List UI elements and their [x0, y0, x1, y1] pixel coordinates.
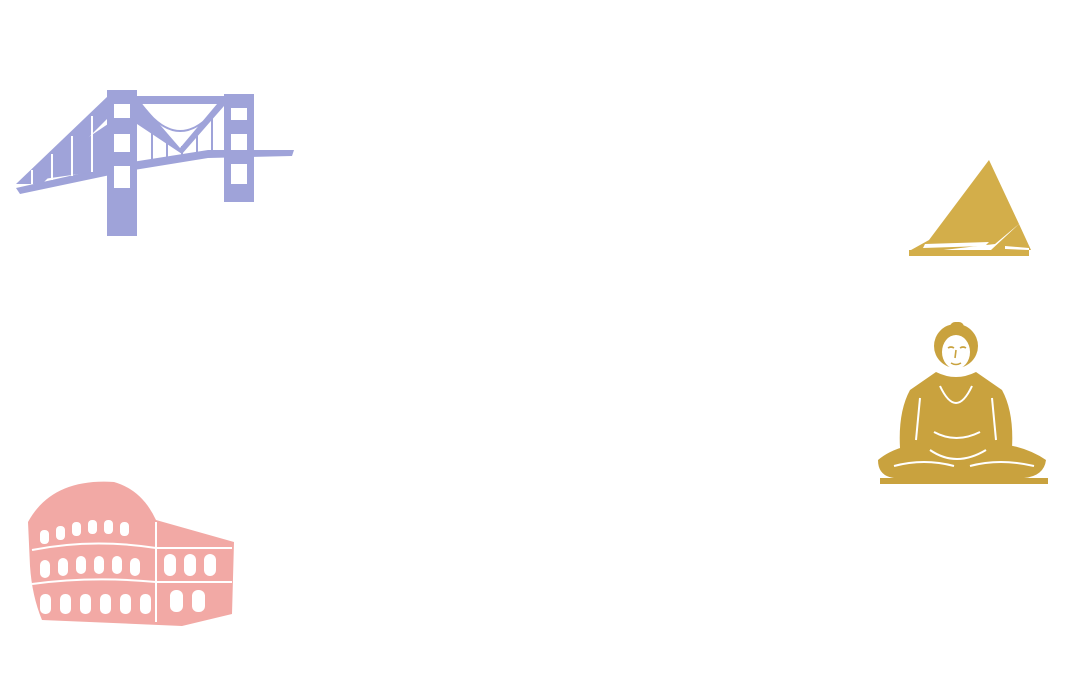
- buddha-statue-icon: [878, 322, 1048, 484]
- pyramid-icon: [909, 160, 1031, 256]
- bridge-icon: [16, 90, 294, 236]
- colosseum-icon: [28, 481, 234, 626]
